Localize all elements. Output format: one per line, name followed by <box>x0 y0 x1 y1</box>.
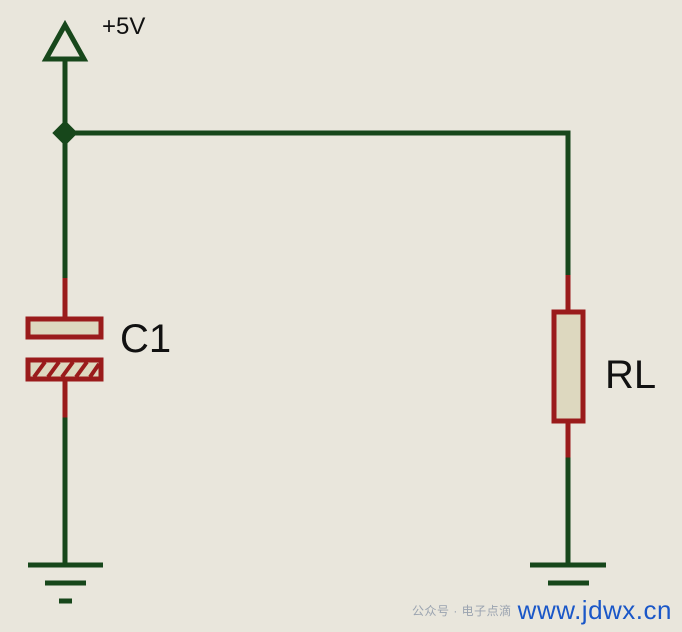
watermark-site: www.jdwx.cn <box>517 595 672 625</box>
resistor-rl[interactable] <box>551 275 586 460</box>
ground-symbol-right <box>530 562 606 586</box>
capacitor-label: C1 <box>120 317 171 361</box>
top-wire <box>62 130 571 278</box>
power-terminal[interactable] <box>41 19 89 137</box>
ground-symbol-left <box>28 562 103 604</box>
capacitor-c1[interactable] <box>25 278 104 420</box>
watermark: 公众号 · 电子点滴 www.jdwx.cn <box>412 595 672 626</box>
resistor-label: RL <box>605 353 656 397</box>
watermark-prefix: 公众号 · 电子点滴 <box>412 604 512 618</box>
power-label: +5V <box>102 13 145 40</box>
